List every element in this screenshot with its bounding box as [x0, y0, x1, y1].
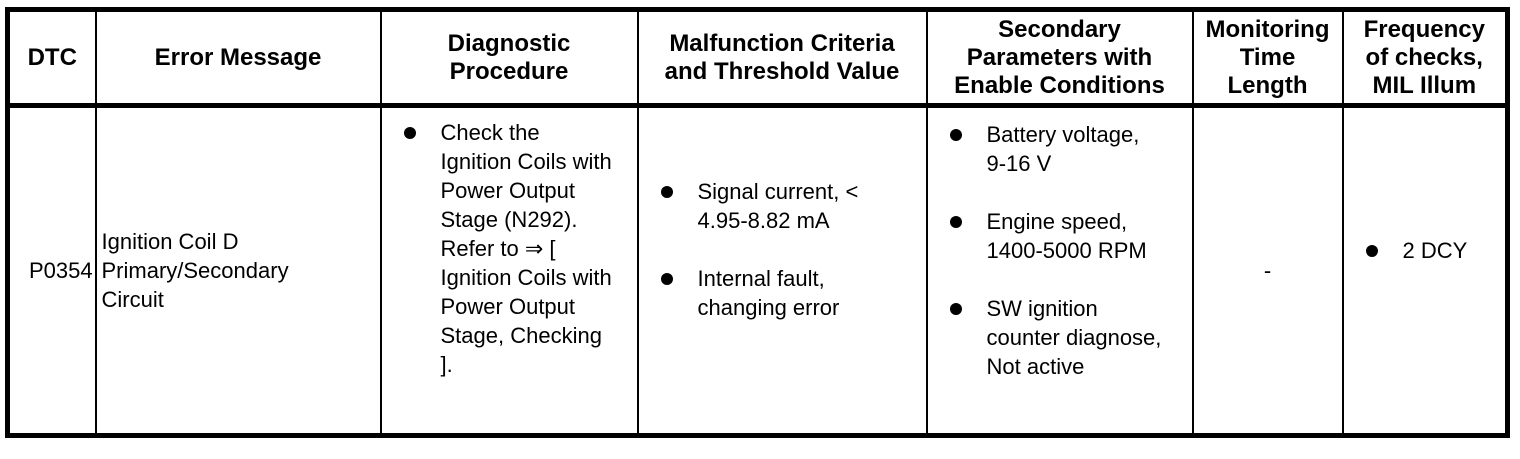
cell-monitoring-time-length: -: [1191, 104, 1344, 437]
bullet-item: Engine speed, 1400-5000 RPM: [929, 207, 1191, 265]
col-header-secondary-parameters: Secondary Parameters with Enable Conditi…: [925, 8, 1194, 108]
col-header-frequency-of-checks: Frequency of checks, MIL Illum: [1341, 8, 1509, 108]
secondary-parameter-text: Battery voltage, 9-16 V: [986, 122, 1140, 176]
malfunction-criteria-text: Internal fault, changing error: [697, 266, 840, 320]
cell-frequency-of-checks: 2 DCY: [1341, 104, 1509, 437]
bullet-item: 2 DCY: [1345, 236, 1506, 265]
cell-diagnostic-procedure: Check the Ignition Coils with Power Outp…: [379, 104, 639, 437]
cell-error-message: Ignition Coil D Primary/Secondary Circui…: [94, 104, 382, 437]
diagnostic-procedure-text: Check the Ignition Coils with Power Outp…: [440, 120, 612, 377]
secondary-parameter-text: SW ignition counter diagnose, Not active: [986, 296, 1162, 379]
malfunction-criteria-text: Signal current, < 4.95-8.82 mA: [697, 179, 859, 233]
bullet-icon: [403, 127, 416, 139]
table-row: P0354 Ignition Coil D Primary/Secondary …: [6, 104, 1509, 437]
bullet-icon: [660, 273, 673, 285]
col-header-dtc: DTC: [6, 8, 97, 108]
col-header-diagnostic-procedure: Diagnostic Procedure: [379, 8, 639, 108]
bullet-icon: [660, 186, 673, 198]
bullet-item: SW ignition counter diagnose, Not active: [929, 294, 1191, 381]
bullet-item: Internal fault, changing error: [640, 264, 925, 322]
bullet-icon: [949, 303, 962, 315]
col-header-error-message: Error Message: [94, 8, 382, 108]
bullet-item: Check the Ignition Coils with Power Outp…: [383, 118, 636, 379]
secondary-parameter-text: Engine speed, 1400-5000 RPM: [986, 209, 1147, 263]
bullet-item: Signal current, < 4.95-8.82 mA: [640, 177, 925, 235]
bullet-icon: [949, 129, 962, 141]
cell-dtc-code: P0354: [6, 104, 97, 437]
col-header-monitoring-time-length: Monitoring Time Length: [1191, 8, 1344, 108]
dtc-table: DTC Error Message Diagnostic Procedure M…: [5, 7, 1510, 438]
col-header-malfunction-criteria: Malfunction Criteria and Threshold Value: [636, 8, 928, 108]
bullet-icon: [1365, 245, 1378, 257]
cell-secondary-parameters: Battery voltage, 9-16 V Engine speed, 14…: [925, 104, 1194, 437]
bullet-item: Battery voltage, 9-16 V: [929, 120, 1191, 178]
bullet-icon: [949, 216, 962, 228]
frequency-of-checks-text: 2 DCY: [1402, 238, 1468, 263]
header-row: DTC Error Message Diagnostic Procedure M…: [6, 8, 1509, 108]
cell-malfunction-criteria: Signal current, < 4.95-8.82 mA Internal …: [636, 104, 928, 437]
